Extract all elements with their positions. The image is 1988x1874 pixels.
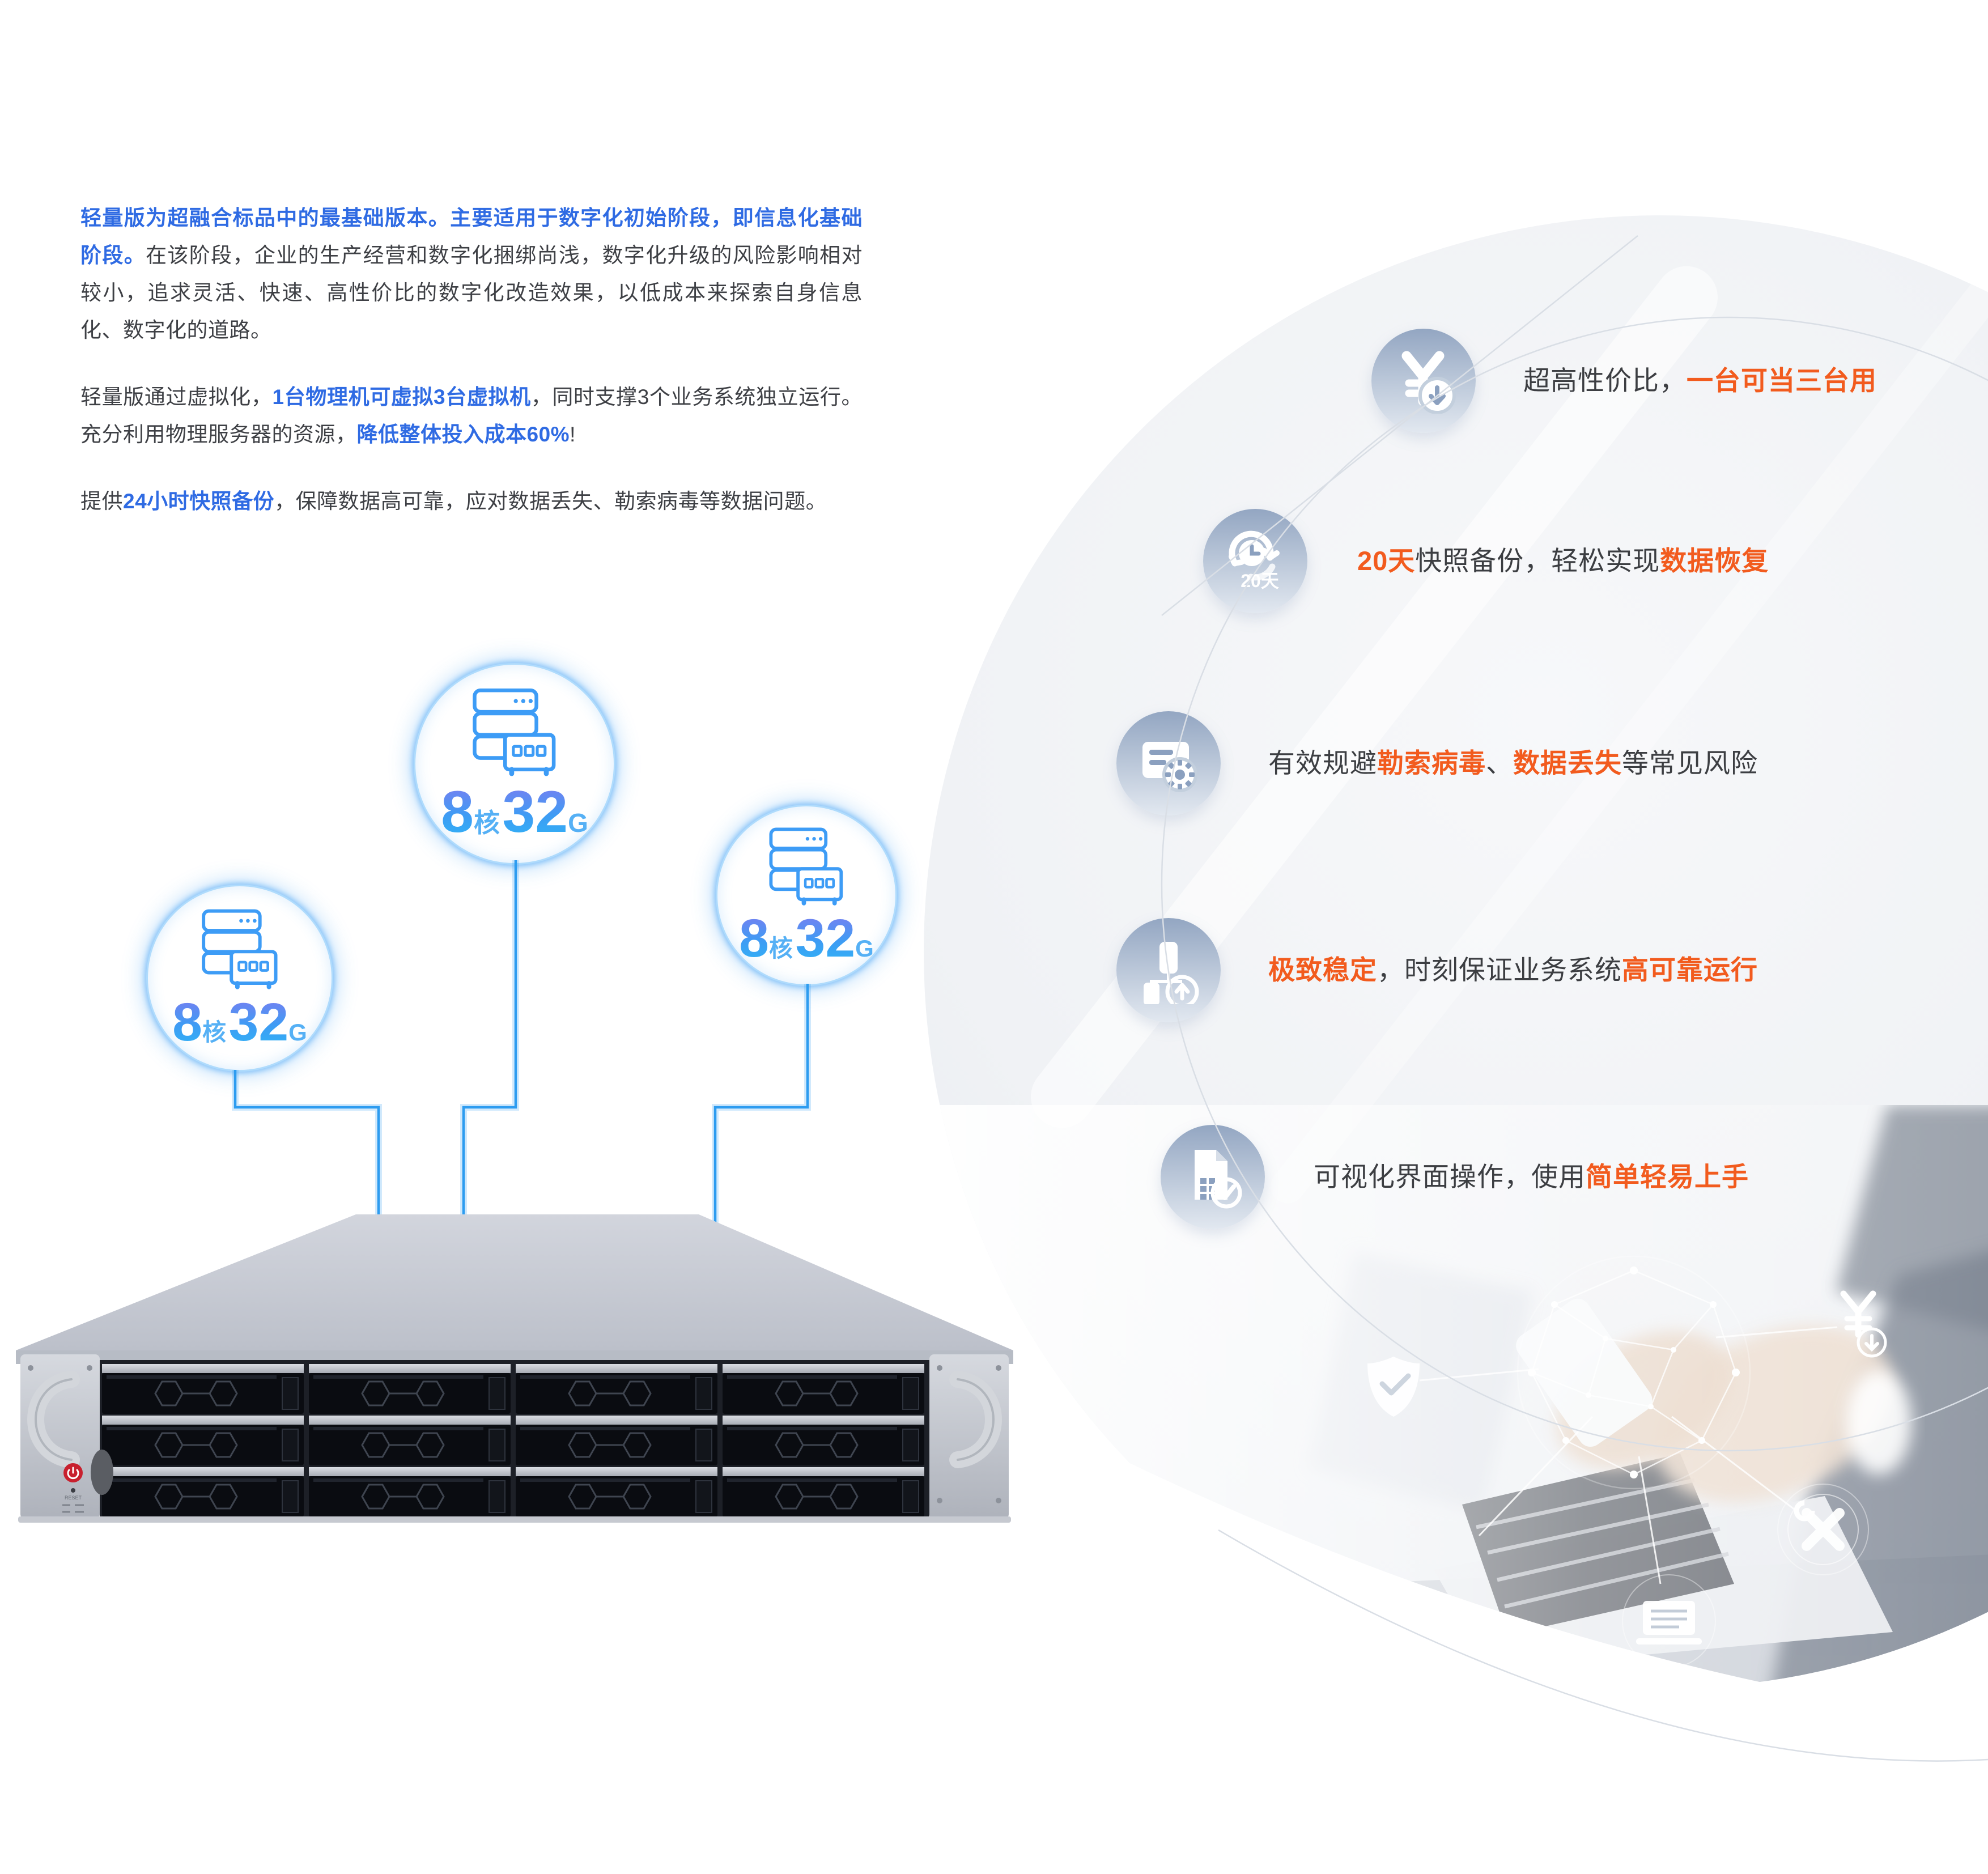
reset-label: RESET xyxy=(65,1495,82,1501)
hero-circle xyxy=(924,215,1988,1689)
feature-1-text: 超高性价比，一台可当三台用 xyxy=(1523,366,1877,396)
intro-highlight: 轻量版为超融合标品中的最基础版本。主要适用于数字化初始阶段，即信息化基础阶段。 xyxy=(80,206,863,267)
intro-highlight: 降低整体投入成本60% xyxy=(356,423,570,446)
doc-check-icon xyxy=(1161,1125,1265,1229)
intro-paragraph-2: 轻量版通过虚拟化，1台物理机可虚拟3台虚拟机，同时支撑3个业务系统独立运行。充分… xyxy=(80,385,863,446)
tools-icon xyxy=(1777,1484,1869,1575)
server-gear-icon xyxy=(1116,711,1221,815)
intro-paragraph-1: 轻量版为超融合标品中的最基础版本。主要适用于数字化初始阶段，即信息化基础阶段。在… xyxy=(80,206,863,342)
cluster-up-icon xyxy=(1116,918,1221,1022)
intro-paragraph-3: 提供24小时快照备份，保障数据高可靠，应对数据丢失、勒索病毒等数据问题。 xyxy=(80,490,827,513)
feature-3-text: 有效规避勒索病毒、数据丢失等常见风险 xyxy=(1268,748,1758,778)
virtual-server-icon xyxy=(769,827,843,906)
vm-bubble-center: 8核 32G xyxy=(414,663,615,865)
vm-bubble-left: 8核 32G xyxy=(146,885,333,1072)
bubble-spec: 8核 32G xyxy=(441,779,588,845)
snapshot-clock-icon: 20天 xyxy=(1203,509,1307,613)
laptop-icon xyxy=(1622,1574,1716,1668)
server-top xyxy=(16,1214,1013,1350)
feature-2-text: 20天快照备份，轻松实现数据恢复 xyxy=(1357,546,1769,576)
vm-bubble-right: 8核 32G xyxy=(716,805,897,986)
virtual-server-icon xyxy=(473,689,556,776)
bubble-spec: 8核 32G xyxy=(172,992,307,1052)
server-photo: RESET xyxy=(16,1214,1013,1523)
feature-5-text: 可视化界面操作，使用简单轻易上手 xyxy=(1314,1162,1749,1192)
virtual-server-icon xyxy=(201,909,278,989)
bubble-spec: 8核 32G xyxy=(739,908,874,968)
intro-highlight: 24小时快照备份 xyxy=(123,490,275,513)
intro-text: 轻量版为超融合标品中的最基础版本。主要适用于数字化初始阶段，即信息化基础阶段。在… xyxy=(80,199,863,550)
shield-icon xyxy=(1367,1357,1420,1417)
snapshot-days-badge: 20天 xyxy=(1241,571,1279,591)
yen-down-icon xyxy=(1371,329,1476,433)
yen-overlay-icon xyxy=(1840,1290,1887,1358)
server-left-ear: RESET xyxy=(20,1354,113,1519)
feature-4-text: 极致稳定，时刻保证业务系统高可靠运行 xyxy=(1268,955,1758,985)
intro-highlight: 1台物理机可虚拟3台虚拟机 xyxy=(272,385,531,409)
server-right-ear xyxy=(929,1354,1009,1519)
network-icon xyxy=(1517,1255,1751,1490)
overlay-icons xyxy=(1367,1255,1887,1668)
